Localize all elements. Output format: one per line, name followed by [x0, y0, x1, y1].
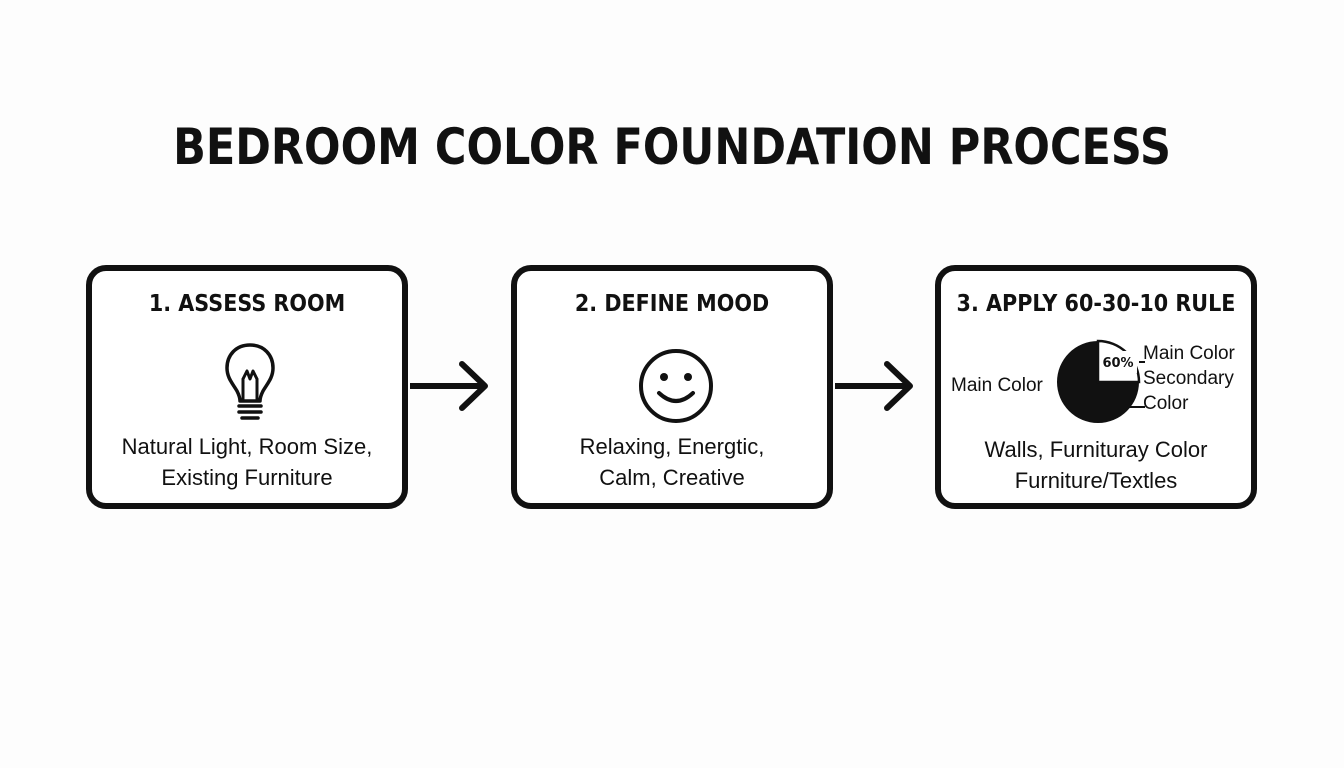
- step-title: 1. ASSESS ROOM: [148, 291, 346, 317]
- step-card-apply-rule: 3. APPLY 60-30-10 RULE Main Color 60% Ma…: [935, 265, 1257, 509]
- step-description: Natural Light, Room Size, Existing Furni…: [92, 431, 402, 493]
- step-title: 3. APPLY 60-30-10 RULE: [956, 291, 1236, 317]
- legend-line: Secondary: [1143, 368, 1234, 389]
- description-line: Walls, Furnituray Color: [984, 437, 1208, 462]
- smiley-face-icon: [639, 349, 713, 423]
- pie-percent-label: 60%: [1102, 356, 1133, 371]
- step-description: Walls, Furnituray Color Furniture/Textle…: [941, 434, 1251, 496]
- step-title: 2. DEFINE MOOD: [574, 291, 770, 317]
- step-card-assess-room: 1. ASSESS ROOM Natural Light, Room Size,…: [86, 265, 408, 509]
- legend-line: Color: [1143, 393, 1189, 414]
- description-line: Calm, Creative: [599, 465, 745, 490]
- pie-legend: Main Color Secondary Color: [1143, 341, 1235, 416]
- pie-label-main-color: Main Color: [951, 375, 1043, 396]
- description-line: Furniture/Textles: [1014, 468, 1178, 493]
- diagram-title: BEDROOM COLOR FOUNDATION PROCESS: [173, 118, 1171, 176]
- lightbulb-icon: [225, 343, 275, 420]
- pie-chart-icon: 60%: [1057, 339, 1145, 423]
- arrow-right-icon: [835, 361, 913, 411]
- step-description: Relaxing, Energtic, Calm, Creative: [517, 431, 827, 493]
- step-card-define-mood: 2. DEFINE MOOD Relaxing, Energtic, Calm,…: [511, 265, 833, 509]
- legend-line: Main Color: [1143, 343, 1235, 364]
- description-line: Natural Light, Room Size,: [121, 434, 373, 459]
- arrow-right-icon: [410, 361, 488, 411]
- description-line: Existing Furniture: [161, 465, 333, 490]
- description-line: Relaxing, Energtic,: [579, 434, 765, 459]
